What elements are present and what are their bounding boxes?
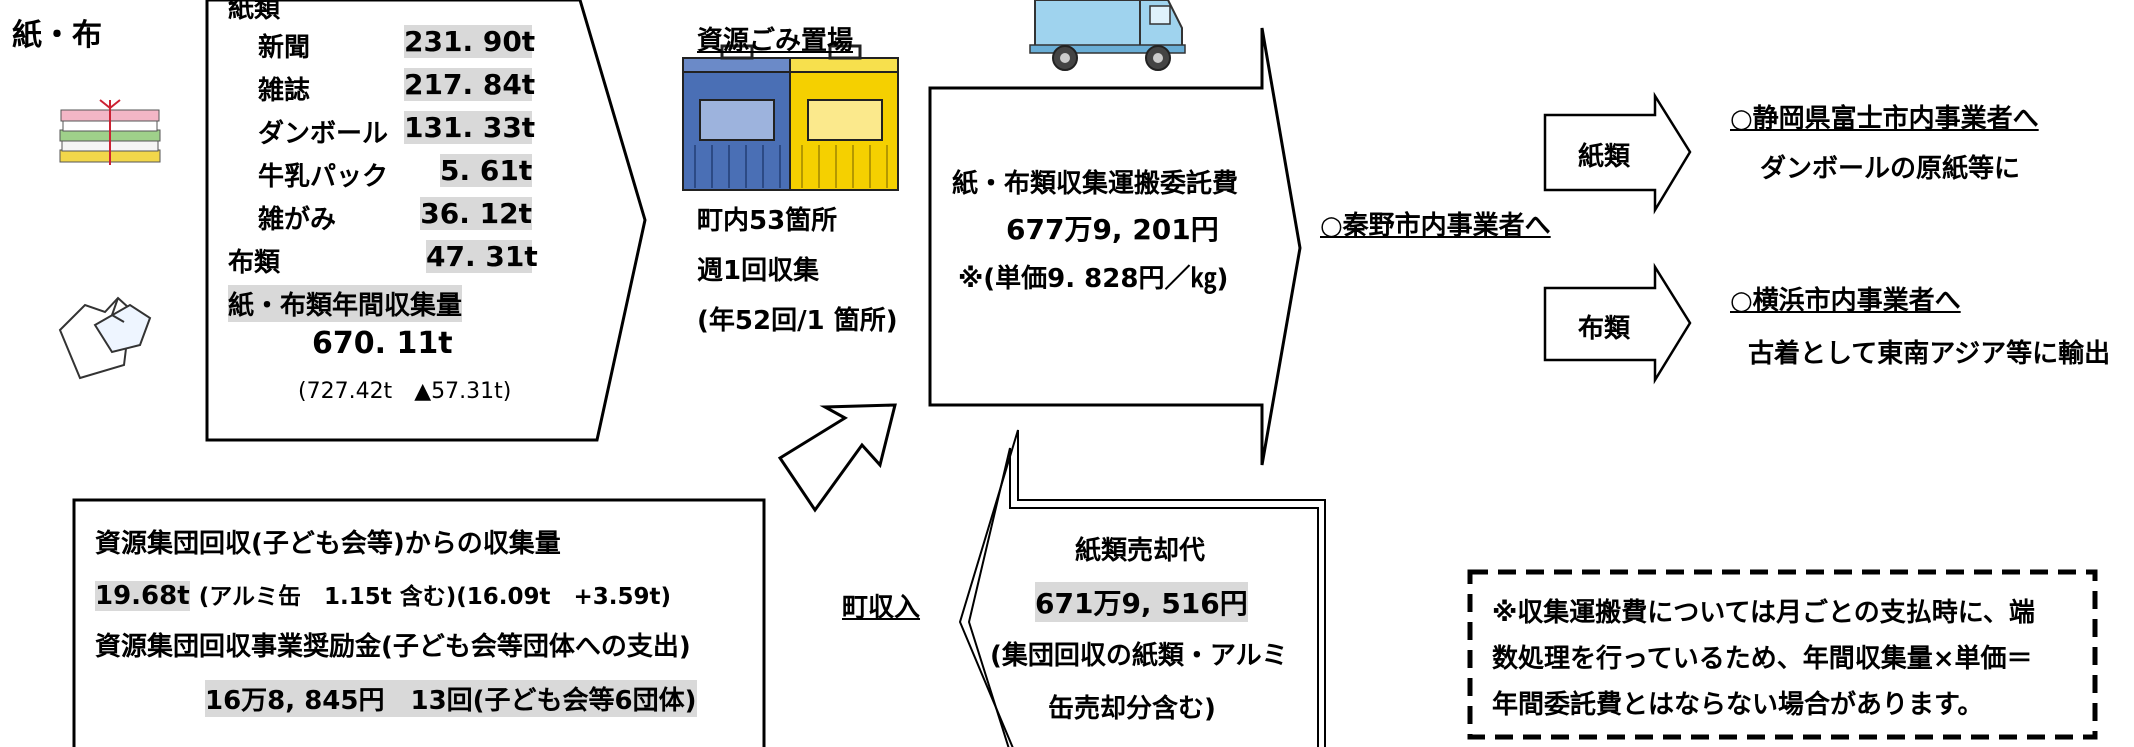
site-line3: (年52回/1 箇所) [697, 306, 898, 336]
group-subsidy: 16万8, 845円 13回(子ども会等6団体) [205, 680, 697, 717]
cloth-label: 布類 [228, 248, 281, 278]
note-line2: 数処理を行っているため、年間収集量×単価＝ [1492, 644, 2033, 674]
paper-header: 紙類 [228, 0, 281, 24]
note-dashed-box [1467, 569, 2098, 740]
sales-note2: 缶売却分含む) [1048, 694, 1216, 724]
garbage-truck-icon [1029, 0, 1186, 71]
site-line1: 町内53箇所 [697, 206, 838, 236]
cloth-value: 47. 31t [426, 240, 538, 273]
item-label-mixed-paper: 雑がみ [258, 205, 337, 235]
sales-note1: (集団回収の紙類・アルミ [990, 641, 1288, 671]
paper-branch-label: 紙類 [1578, 142, 1631, 172]
town-income-label: 町収入 [842, 593, 921, 623]
category-title: 紙・布 [12, 18, 102, 53]
cloth-branch-arrow [1543, 262, 1692, 385]
newspaper-stack-icon [59, 99, 161, 165]
item-label-cardboard: ダンボール [258, 119, 389, 149]
transport-arrow-box [928, 27, 1302, 466]
annual-compare: (727.42t ▲57.31t) [298, 379, 512, 404]
paper-branch-use: ダンボールの原紙等に [1760, 154, 2021, 184]
group-line3: 資源集団回収事業奨励金(子ども会等団体への支出) [95, 632, 691, 662]
item-value-mixed-paper: 36. 12t [420, 197, 532, 230]
site-line2: 週1回収集 [697, 256, 820, 286]
annual-label: 紙・布類年間収集量 [228, 285, 463, 322]
item-value-newspaper: 231. 90t [404, 25, 536, 58]
transport-label: 紙・布類収集運搬委託費 [952, 169, 1239, 199]
group-line2: 19.68t (アルミ缶 1.15t 含む)(16.09t +3.59t) [95, 577, 671, 611]
group-line1: 資源集団回収(子ども会等)からの収集量 [95, 529, 561, 559]
cloth-branch-label: 布類 [1578, 314, 1631, 344]
note-line1: ※収集運搬費については月ごとの支払時に、端 [1492, 598, 2035, 628]
resource-bins-icon [682, 44, 899, 191]
group-detail: (アルミ缶 1.15t 含む)(16.09t +3.59t) [198, 584, 672, 610]
transport-unit-price: ※(単価9. 828円／㎏) [958, 264, 1229, 294]
cloth-branch-destination: ○横浜市内事業者へ [1730, 286, 1961, 316]
sales-arrow-box-inner [967, 447, 1319, 747]
group-to-site-arrow [777, 403, 897, 513]
item-label-milk-carton: 牛乳パック [258, 162, 389, 192]
sales-amount: 671万9, 516円 [1035, 582, 1248, 622]
hadano-destination: ○秦野市内事業者へ [1320, 211, 1551, 241]
item-value-cardboard: 131. 33t [404, 111, 536, 144]
item-value-milk-carton: 5. 61t [440, 154, 533, 187]
annual-value: 670. 11t [312, 326, 453, 361]
paper-branch-arrow [1543, 91, 1692, 215]
item-value-magazine: 217. 84t [404, 68, 536, 101]
sales-title: 紙類売却代 [1075, 536, 1206, 566]
item-label-magazine: 雑誌 [258, 76, 311, 106]
note-line3: 年間委託費とはならない場合があります。 [1492, 690, 1984, 720]
sales-arrow-box-outer [958, 429, 1326, 747]
cloth-branch-use: 古着として東南アジア等に輸出 [1748, 339, 2111, 369]
paper-branch-destination: ○静岡県富士市内事業者へ [1730, 104, 2039, 134]
site-title: 資源ごみ置場 [697, 26, 854, 56]
transport-amount: 677万9, 201円 [1006, 213, 1219, 246]
group-amount: 19.68t [95, 581, 190, 611]
clothes-icon [58, 296, 152, 380]
item-label-newspaper: 新聞 [258, 33, 311, 63]
